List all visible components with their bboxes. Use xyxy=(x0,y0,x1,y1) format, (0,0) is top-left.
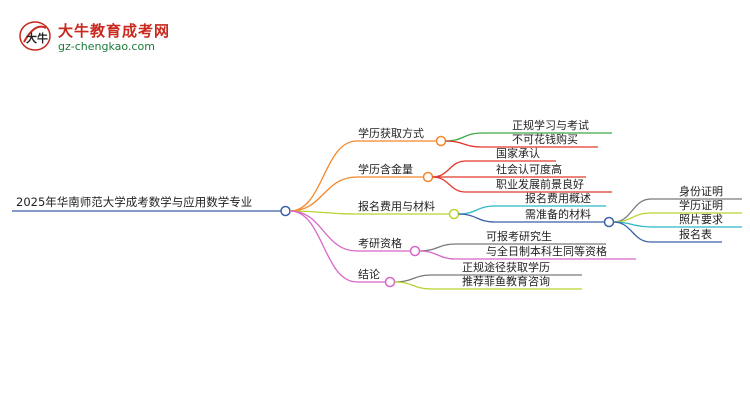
child-connector xyxy=(394,274,433,283)
root-node[interactable] xyxy=(280,205,291,217)
root-topic-label[interactable]: 2025年华南师范大学成考数学与应用数学专业 xyxy=(16,195,252,209)
leaf-label[interactable]: 学历证明 xyxy=(679,198,723,212)
child-connector xyxy=(432,160,467,178)
child-connector xyxy=(458,213,496,223)
child-connector xyxy=(458,205,496,215)
logo-mark-icon: 大牛 xyxy=(19,21,51,51)
branch-node[interactable] xyxy=(448,208,460,220)
child-label[interactable]: 可报考研究生 xyxy=(486,229,552,243)
child-label[interactable]: 推荐菲鱼教育咨询 xyxy=(462,274,550,288)
logo-title: 大牛教育成考网 xyxy=(58,22,171,40)
child-label[interactable]: 不可花钱购买 xyxy=(512,132,578,146)
branch-node[interactable] xyxy=(409,245,421,257)
branch-connector xyxy=(289,140,358,212)
logo-url: gz-chengkao.com xyxy=(58,40,155,53)
branch-connector xyxy=(289,210,358,215)
child-connector xyxy=(445,140,483,148)
brand-logo[interactable]: 大牛 大牛教育成考网 gz-chengkao.com xyxy=(18,18,178,58)
branch-connector xyxy=(289,210,358,283)
child-label[interactable]: 正规途径获取学历 xyxy=(462,260,550,274)
child-connector xyxy=(419,250,457,260)
branch-node[interactable] xyxy=(435,135,447,147)
child-label[interactable]: 国家承认 xyxy=(496,146,540,160)
child-connector xyxy=(445,132,483,142)
leaf-connector xyxy=(613,221,652,243)
child-label[interactable]: 社会认可度高 xyxy=(496,162,562,176)
branch-connector xyxy=(289,210,358,252)
child-node[interactable] xyxy=(603,216,615,228)
branch-label[interactable]: 考研资格 xyxy=(358,236,402,250)
branch-connector xyxy=(289,176,358,212)
child-connector xyxy=(419,243,457,252)
branch-node[interactable] xyxy=(422,171,434,183)
branch-label[interactable]: 学历获取方式 xyxy=(358,126,424,140)
leaf-label[interactable]: 照片要求 xyxy=(679,213,723,226)
child-label[interactable]: 需准备的材料 xyxy=(525,207,591,221)
leaf-connector xyxy=(613,198,652,223)
logo-mark-text: 大牛 xyxy=(26,31,48,45)
child-label[interactable]: 报名费用概述 xyxy=(525,191,591,205)
child-label[interactable]: 与全日制本科生同等资格 xyxy=(486,244,607,258)
child-label[interactable]: 正规学习与考试 xyxy=(512,118,589,132)
branch-label[interactable]: 学历含金量 xyxy=(358,162,413,176)
leaf-label[interactable]: 身份证明 xyxy=(679,184,723,198)
child-connector xyxy=(394,281,433,290)
branch-label[interactable]: 结论 xyxy=(358,267,380,281)
child-label[interactable]: 职业发展前景良好 xyxy=(496,177,584,191)
child-connector xyxy=(432,176,467,193)
branch-label[interactable]: 报名费用与材料 xyxy=(358,199,435,213)
branch-node[interactable] xyxy=(384,276,396,288)
leaf-label[interactable]: 报名表 xyxy=(679,227,712,241)
